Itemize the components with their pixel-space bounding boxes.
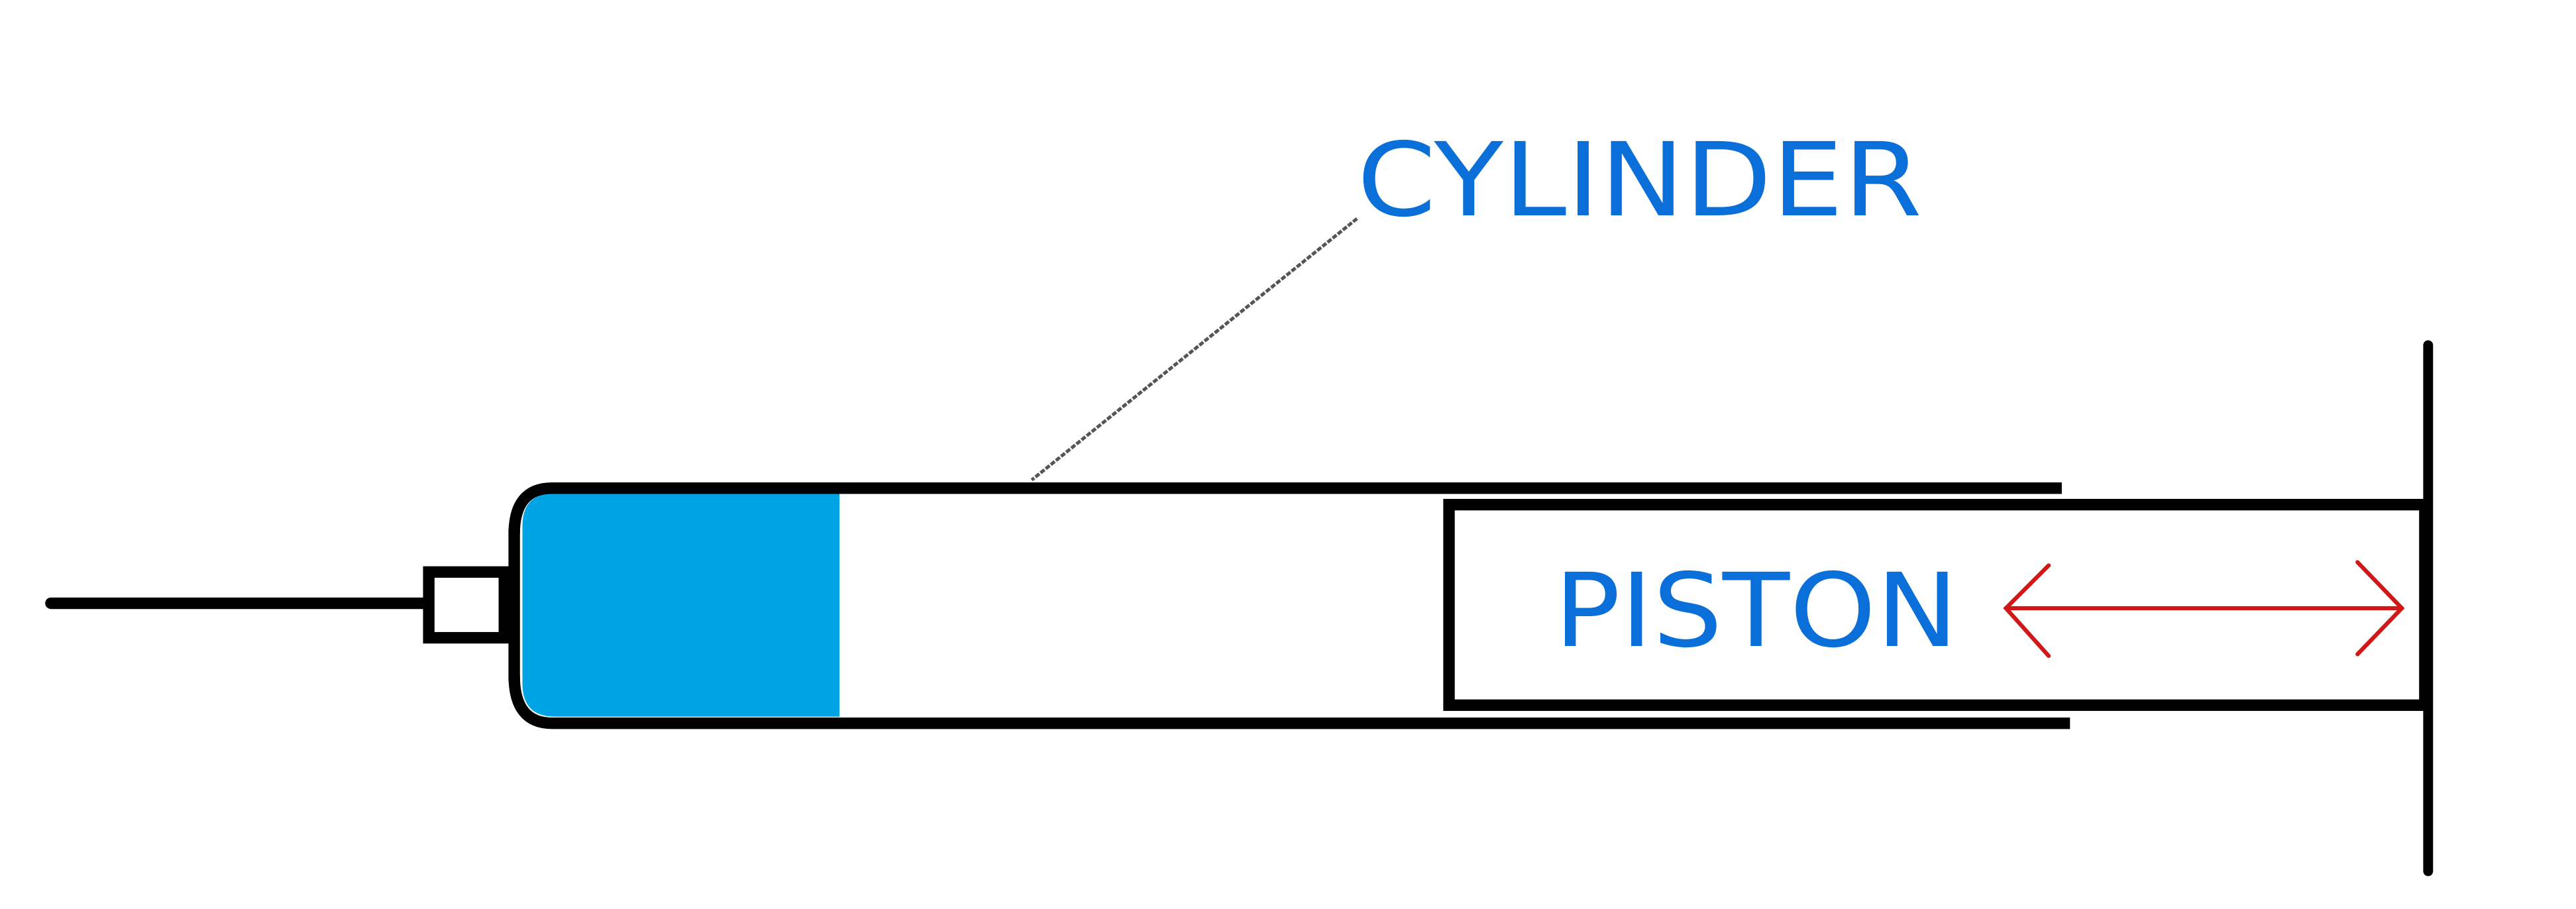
needle-hub: [423, 566, 510, 644]
double-headed-arrow-icon: [2003, 560, 2405, 659]
cylinder-label: CYLINDER: [1357, 121, 1922, 240]
arrow-head-left: [2003, 563, 2051, 659]
cylinder-leader-line: [1030, 217, 1358, 482]
piston-rod: [1443, 498, 2431, 712]
fluid-fill: [522, 493, 840, 717]
cylinder-barrel-bottom: [508, 675, 2070, 729]
arrow-head-right: [2355, 560, 2405, 657]
piston-label: PISTON: [1554, 552, 1959, 670]
cylinder-barrel-top: [508, 482, 2062, 535]
